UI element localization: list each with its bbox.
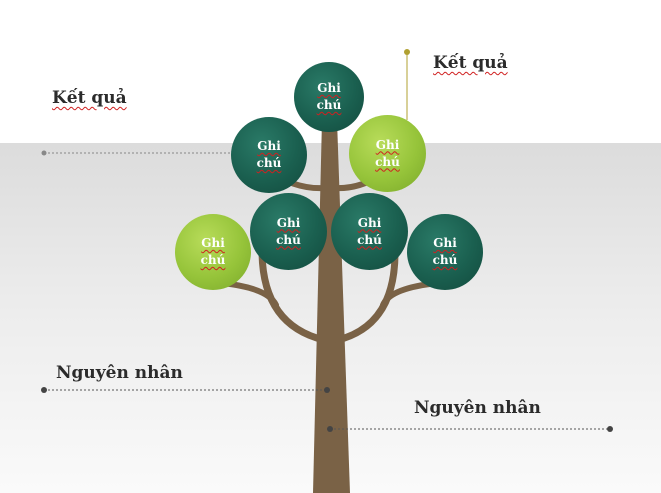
note-node-upper-left: Ghi chú bbox=[231, 117, 307, 193]
connector-dot bbox=[404, 49, 410, 55]
note-node-top: Ghi chú bbox=[294, 62, 364, 132]
note-node-lower-far-right: Ghi chú bbox=[407, 214, 483, 290]
note-node-lower-far-left: Ghi chú bbox=[175, 214, 251, 290]
connector-dot bbox=[41, 150, 47, 156]
connector-dot bbox=[41, 387, 47, 393]
label-cause-right: Nguyên nhân bbox=[414, 398, 541, 418]
label-cause-left: Nguyên nhân bbox=[56, 363, 183, 383]
connector-dot bbox=[324, 387, 330, 393]
branch-lower-left bbox=[258, 246, 328, 344]
tree-trunk bbox=[313, 120, 350, 493]
note-node-lower-left: Ghi chú bbox=[250, 193, 327, 270]
label-result-right: Kết quả bbox=[433, 53, 508, 73]
connector-dot bbox=[327, 426, 333, 432]
connector-dot bbox=[607, 426, 613, 432]
note-node-lower-right: Ghi chú bbox=[331, 193, 408, 270]
note-node-upper-right: Ghi chú bbox=[349, 115, 426, 192]
branch-lower-right bbox=[334, 246, 399, 344]
label-result-left: Kết quả bbox=[52, 88, 127, 108]
